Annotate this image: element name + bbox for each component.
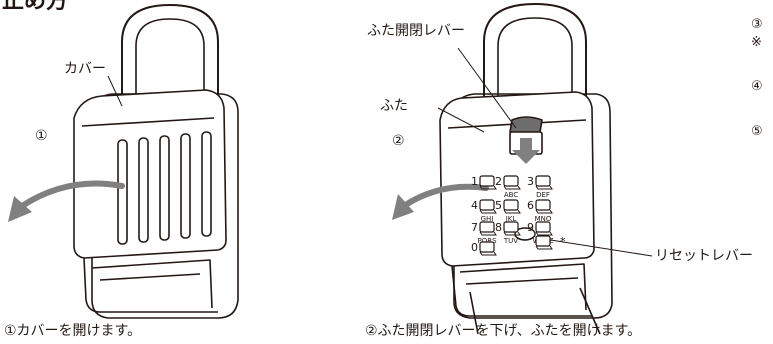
keypad-button <box>535 199 551 211</box>
left-step-mark: ① <box>35 128 48 144</box>
keypad-letters: JKL <box>505 215 517 223</box>
keypad-number: 2 <box>495 175 502 188</box>
keypad-number: 0 <box>471 241 478 254</box>
cover-rib <box>180 133 191 239</box>
keypad-key-1: 1 <box>471 175 497 190</box>
keypad-button <box>479 221 495 233</box>
keypad-letters: ABC <box>504 191 518 199</box>
keypad-key-0: 0 <box>471 241 497 256</box>
right-step-mark: ② <box>392 133 405 149</box>
cover-rib <box>138 137 149 243</box>
keypad: 12ABC3DEF4GHI5JKL6MNO7PQRS8TUV9WXYZ0* <box>471 175 566 256</box>
keypad-number: 5 <box>495 199 502 212</box>
keypad-button <box>479 199 495 211</box>
right-open-arrow <box>401 183 489 209</box>
keypad-button-base <box>479 209 497 214</box>
keypad-number: 4 <box>471 199 478 212</box>
keypad-letters: TUV <box>503 237 518 245</box>
keypad-letters: DEF <box>536 191 550 199</box>
cover-label: カバー <box>64 61 106 77</box>
keypad-button-base <box>503 209 521 214</box>
cover-rib <box>159 135 170 241</box>
down-arrow <box>512 138 540 164</box>
keypad-button-base <box>479 231 497 236</box>
keypad-number: 6 <box>527 199 534 212</box>
side-note-4: ④ <box>751 79 763 94</box>
keypad-button <box>503 175 519 187</box>
keypad-button-base <box>535 185 553 190</box>
keypad-button <box>479 175 495 187</box>
right-lockbox <box>439 3 613 335</box>
keypad-number: 3 <box>527 175 534 188</box>
keypad-number: 7 <box>471 221 478 234</box>
keypad-button <box>535 221 551 233</box>
keypad-button-base <box>535 231 553 236</box>
left-shackle <box>121 4 219 104</box>
keypad-button <box>503 221 519 233</box>
keypad-button-base <box>479 251 497 256</box>
section-heading: 止め方 <box>2 0 69 14</box>
left-lockbox <box>73 4 239 319</box>
keypad-number: 1 <box>471 175 478 188</box>
keypad-button-base <box>535 209 553 214</box>
keypad-button <box>479 241 495 253</box>
keypad-button <box>503 199 519 211</box>
left-caption: ①カバーを開けます。 <box>4 323 142 339</box>
keypad-key-star: * <box>535 235 566 250</box>
keypad-button <box>535 175 551 187</box>
right-shackle <box>483 3 587 104</box>
side-note-3: ③ <box>751 17 763 32</box>
cover-rib <box>201 131 212 237</box>
side-note-asterisk: ※ <box>751 35 762 50</box>
right-caption: ②ふた開閉レバーを下げ、ふたを開けます。 <box>365 323 642 339</box>
keypad-number: 9 <box>527 221 534 234</box>
left-open-arrow <box>19 180 125 209</box>
side-note-5: ⑤ <box>751 124 763 139</box>
cover-rib <box>117 139 128 245</box>
reset-lever-label: リセットレバー <box>655 248 753 264</box>
keypad-button-base <box>535 245 553 250</box>
keypad-button-base <box>479 185 497 190</box>
keypad-number: * <box>560 235 566 248</box>
keypad-button-base <box>503 231 521 236</box>
keypad-letters: MNO <box>535 215 552 223</box>
left-cover <box>73 89 227 259</box>
keypad-button-base <box>503 185 521 190</box>
lid-label: ふた <box>380 98 408 114</box>
keypad-letters: PQRS <box>477 237 497 245</box>
right-body <box>453 93 613 319</box>
lid-lever-label: ふた開閉レバー <box>367 23 465 39</box>
keypad-number: 8 <box>495 221 502 234</box>
keypad-letters: GHI <box>481 215 494 223</box>
keypad-button <box>535 235 551 247</box>
